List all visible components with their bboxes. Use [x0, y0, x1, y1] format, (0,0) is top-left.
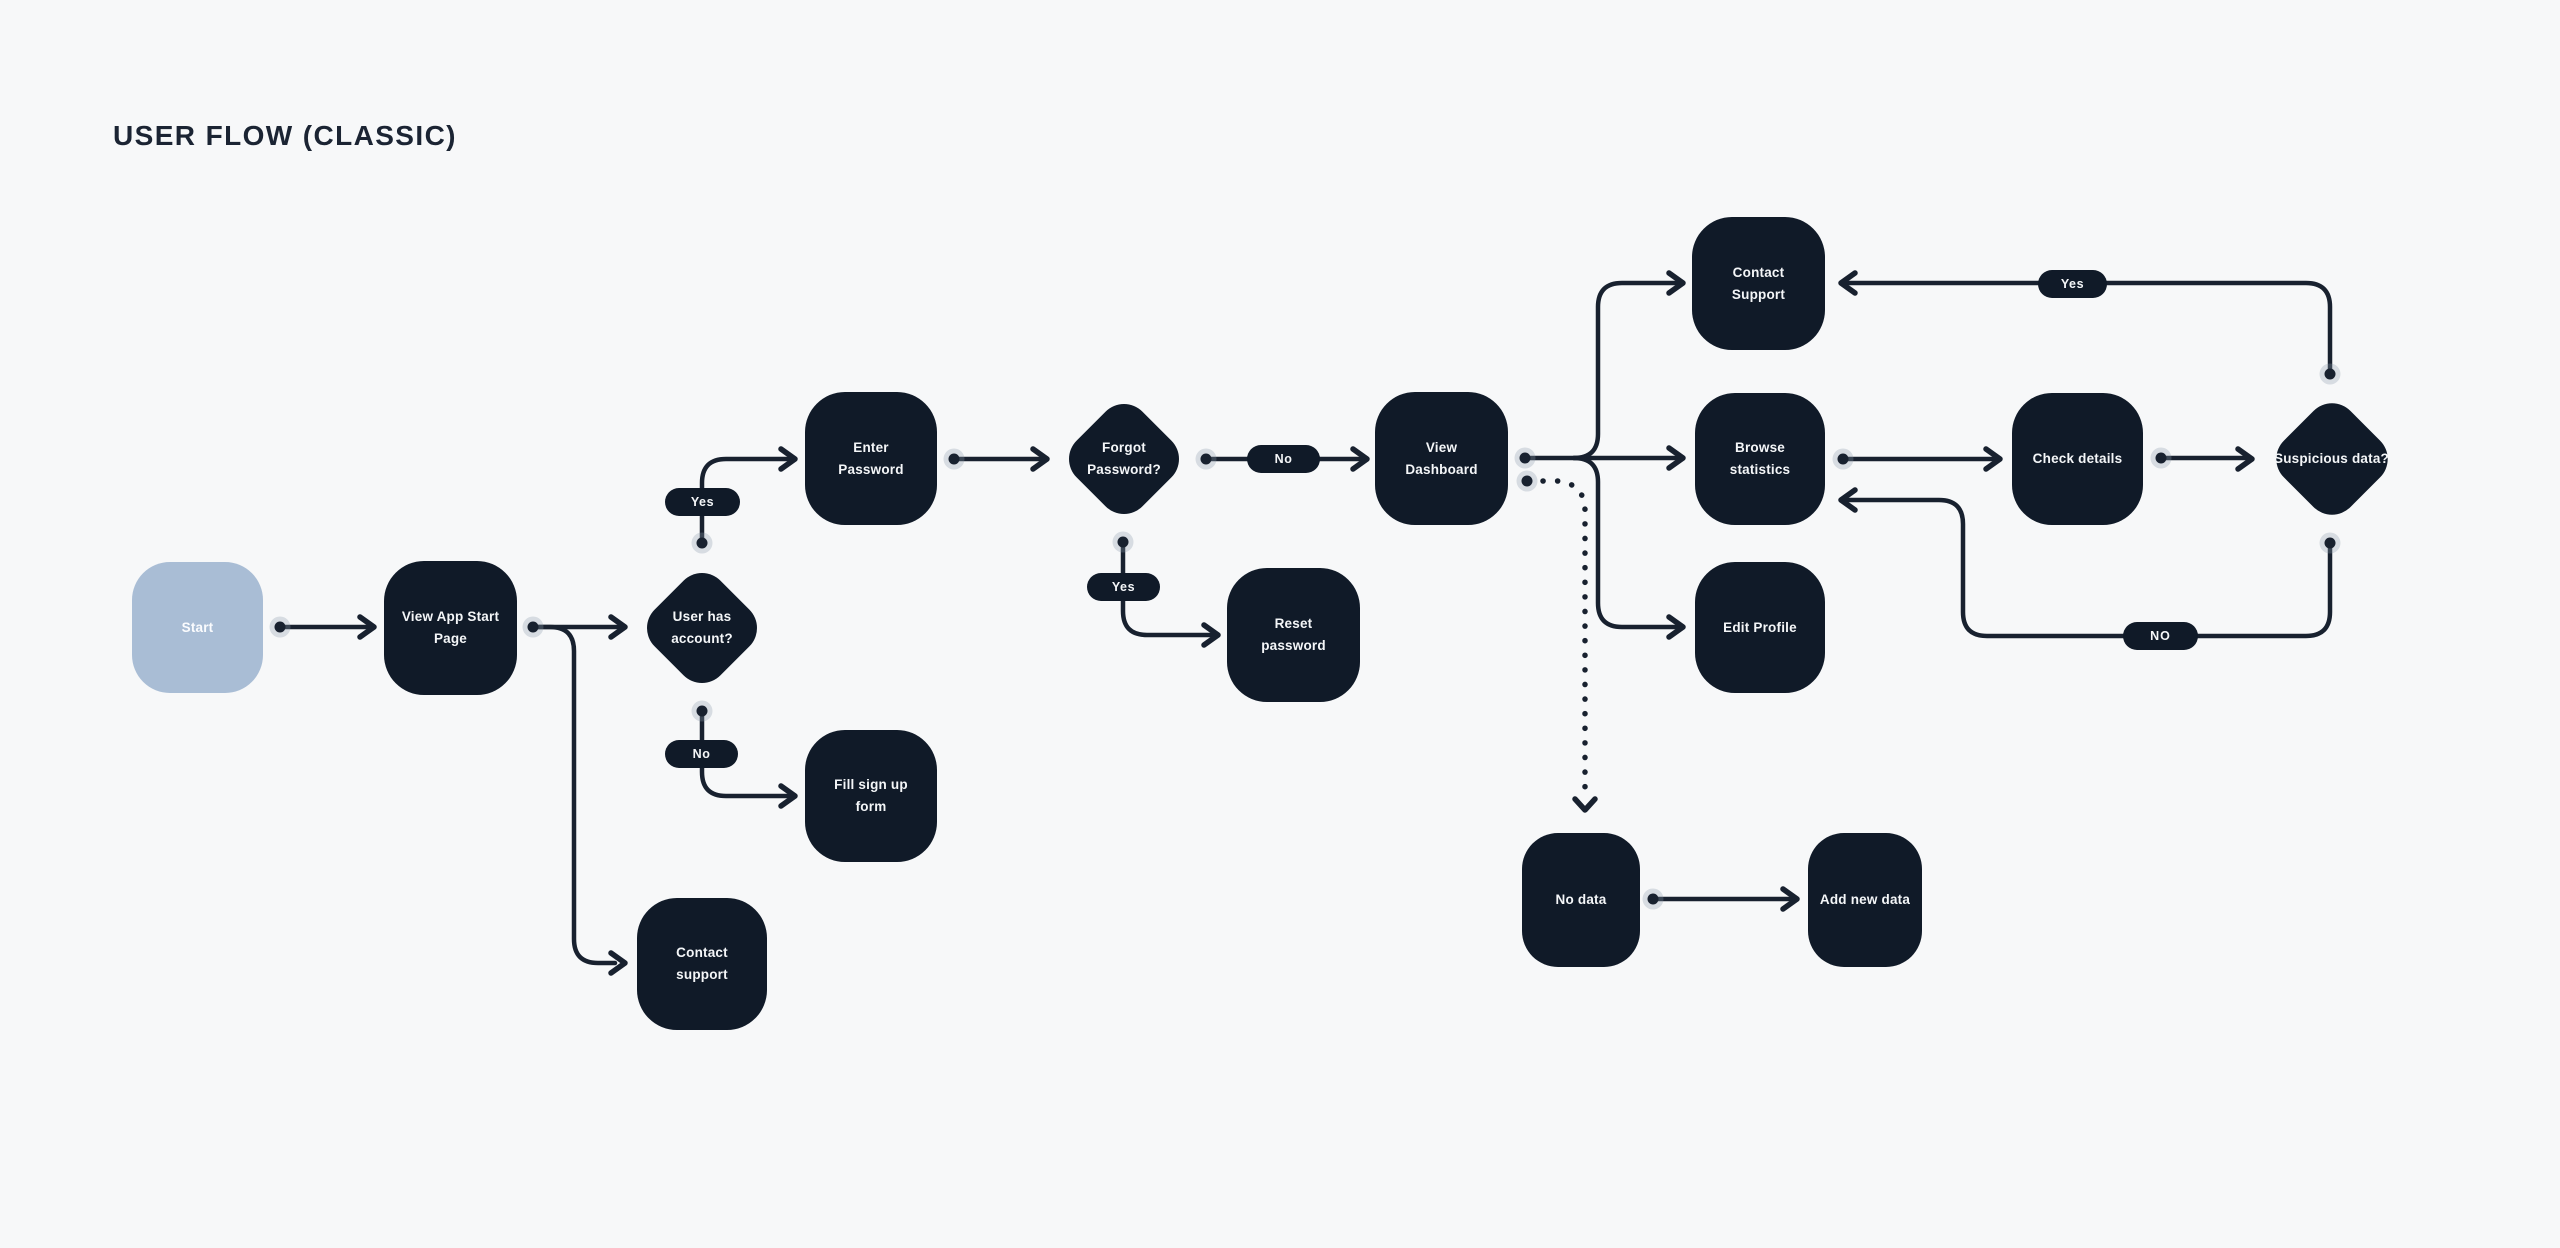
arrowhead — [1666, 614, 1686, 640]
arrowhead — [1030, 446, 1050, 472]
node-label: Suspicious data? — [2274, 451, 2389, 467]
pill-label: NO — [2150, 629, 2171, 643]
pill-yes-suspicious[interactable]: Yes — [2038, 270, 2107, 298]
edge-suspicious-no-to-browse — [1842, 497, 2333, 639]
node-label: No data — [1555, 892, 1607, 908]
arrowhead — [1572, 796, 1598, 813]
node-edit-profile[interactable]: Edit Profile — [1695, 562, 1825, 693]
node-forgot-password[interactable]: Forgot Password? — [1058, 392, 1190, 525]
node-start[interactable]: Start — [132, 562, 263, 693]
arrowhead — [1201, 622, 1221, 648]
node-reset-password[interactable]: Reset password — [1227, 568, 1360, 702]
pill-label: No — [1274, 452, 1293, 466]
node-label: Fill sign up form — [834, 777, 908, 814]
edge-dashboard-to-contact-support — [1571, 280, 1682, 461]
arrowhead — [608, 950, 628, 976]
arrowhead — [357, 614, 377, 640]
edge-dashboard-to-no-data-dotted — [1540, 478, 1588, 795]
pill-yes-account[interactable]: Yes — [665, 488, 740, 516]
node-add-new-data[interactable]: Add new data — [1808, 833, 1922, 967]
node-label: Forgot Password? — [1087, 439, 1161, 477]
arrowhead — [608, 614, 628, 640]
pill-label: Yes — [690, 495, 715, 509]
page-title: USER FLOW (CLASSIC) — [113, 120, 457, 151]
node-browse-statistics[interactable]: Browse statistics — [1695, 393, 1825, 525]
node-label: Enter Password — [838, 439, 904, 477]
arrowhead — [1780, 886, 1800, 912]
node-user-has-account[interactable]: User has account? — [636, 561, 768, 694]
arrowhead — [1838, 270, 1858, 296]
node-label: Reset password — [1261, 616, 1326, 653]
pill-label: Yes — [2060, 277, 2085, 291]
node-enter-password[interactable]: Enter Password — [805, 392, 937, 525]
pill-no-account[interactable]: No — [665, 740, 738, 768]
node-label: User has account? — [671, 608, 733, 646]
pill-no-suspicious[interactable]: NO — [2123, 622, 2198, 650]
arrowhead — [1350, 446, 1370, 472]
node-contact-support[interactable]: Contact Support — [1692, 217, 1825, 350]
arrowhead — [778, 783, 798, 809]
arrowhead — [1983, 446, 2003, 472]
node-view-app-start-page[interactable]: View App Start Page — [384, 561, 517, 695]
node-no-data[interactable]: No data — [1522, 833, 1640, 967]
connector-dots — [269, 363, 2341, 910]
edge-view-app-to-contact-support-2 — [530, 624, 618, 966]
node-label: View Dashboard — [1405, 439, 1478, 477]
node-label: Start — [181, 619, 214, 635]
arrowhead — [1838, 487, 1858, 513]
node-suspicious-data[interactable]: Suspicious data? — [2265, 392, 2398, 526]
node-label: Edit Profile — [1723, 619, 1797, 635]
node-label: Check details — [2032, 451, 2123, 467]
arrowhead — [1666, 270, 1686, 296]
arrowhead — [1666, 445, 1686, 471]
edge-suspicious-yes-to-contact-support — [1842, 280, 2333, 377]
node-label: Contact Support — [1731, 264, 1786, 302]
pill-label: No — [692, 747, 711, 761]
pill-no-forgot[interactable]: No — [1247, 445, 1320, 473]
arrowhead — [778, 446, 798, 472]
edge-account-yes-to-enter-password — [699, 456, 795, 546]
node-label: View App Start Page — [401, 609, 500, 646]
pill-yes-forgot[interactable]: Yes — [1087, 573, 1160, 601]
node-view-dashboard[interactable]: View Dashboard — [1375, 392, 1508, 525]
edge-dashboard-to-edit-profile — [1571, 455, 1682, 630]
node-label: Contact support — [676, 945, 728, 982]
node-fill-sign-up-form[interactable]: Fill sign up form — [805, 730, 937, 862]
edge-account-no-to-fill-sign-up — [699, 708, 795, 799]
node-check-details[interactable]: Check details — [2012, 393, 2143, 525]
node-label: Add new data — [1819, 892, 1911, 908]
pill-label: Yes — [1111, 580, 1136, 594]
arrowhead — [2235, 446, 2255, 472]
edge-forgot-yes-to-reset — [1120, 539, 1218, 638]
node-contact-support-2[interactable]: Contact support — [637, 898, 767, 1030]
node-label: Browse statistics — [1729, 440, 1791, 477]
